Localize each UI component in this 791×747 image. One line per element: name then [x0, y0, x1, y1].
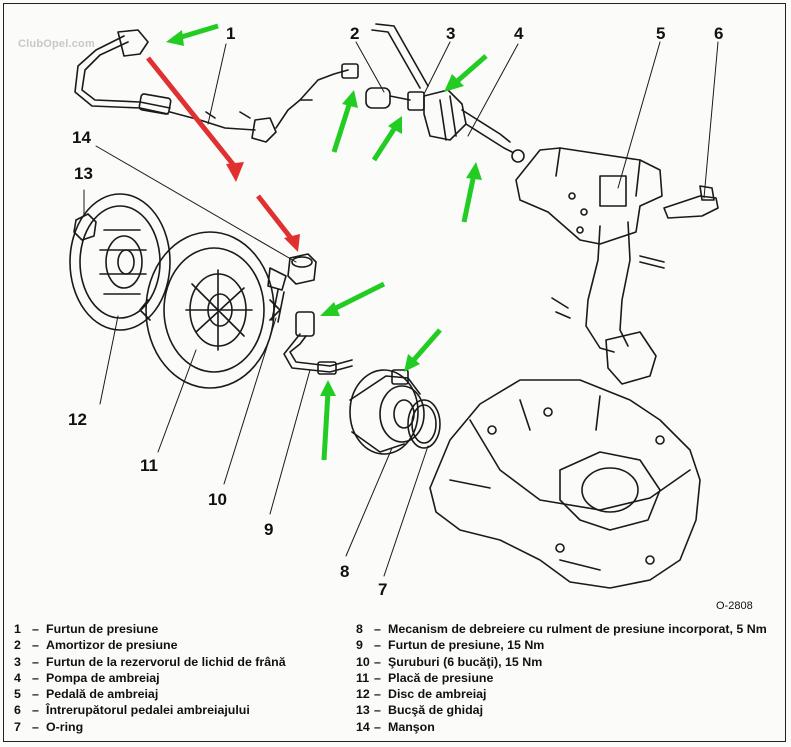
legend-item: 11–Placă de presiune	[356, 670, 494, 685]
master-cylinder-assembly-parts-2-3-4	[365, 23, 525, 163]
legend-item: 3–Furtun de la rezervorul de lichid de f…	[14, 654, 286, 669]
pressure-hose-part-9	[283, 311, 353, 375]
guide-bush-part-13	[73, 213, 97, 241]
green-arrow	[331, 90, 358, 153]
green-arrow	[166, 23, 219, 46]
green-arrow	[461, 162, 482, 223]
clutch-disc-part-12	[69, 193, 171, 331]
callout-4: 4	[514, 24, 524, 43]
legend-item: 2–Amortizor de presiune	[14, 638, 178, 653]
callout-6: 6	[714, 24, 724, 43]
pedal-switch-part-6	[663, 185, 719, 219]
callout-3: 3	[446, 24, 456, 43]
clutch-pedal-part-5	[515, 147, 665, 385]
pressure-hose-part-1	[74, 29, 359, 143]
callout-10: 10	[208, 490, 227, 509]
release-mechanism-part-8	[349, 369, 425, 455]
legend-item: 6–Întrerupătorul pedalei ambreiajului	[14, 703, 250, 718]
callout-8: 8	[340, 562, 350, 581]
legend-item: 1–Furtun de presiune	[14, 622, 159, 636]
legend-item: 9–Furtun de presiune, 15 Nm	[356, 638, 545, 653]
legend-item: 8–Mecanism de debreiere cu rulment de pr…	[356, 622, 767, 636]
callout-9: 9	[264, 520, 274, 539]
legend-item: 5–Pedală de ambreiaj	[14, 687, 159, 702]
callout-13: 13	[74, 164, 93, 183]
callout-1: 1	[226, 24, 236, 43]
legend-item: 12–Disc de ambreiaj	[356, 687, 487, 702]
watermark-text: ClubOpel.com	[18, 38, 95, 50]
red-annotation-arrow	[146, 56, 300, 252]
legend-item: 4–Pompa de ambreiaj	[14, 670, 160, 685]
figure-frame	[3, 3, 786, 742]
legend-item: 13–Bucşă de ghidaj	[356, 703, 484, 718]
callout-7: 7	[378, 580, 388, 599]
callout-leaders	[83, 41, 719, 577]
legend-left-column: 1–Furtun de presiune 2–Amortizor de pres…	[14, 622, 286, 736]
green-arrow	[404, 328, 442, 372]
callout-11: 11	[140, 456, 158, 475]
green-arrow	[320, 380, 336, 461]
legend-right-column: 8–Mecanism de debreiere cu rulment de pr…	[356, 622, 767, 736]
legend-item: 10–Şuruburi (6 bucăţi), 15 Nm	[356, 654, 543, 669]
figure-code: O-2808	[716, 600, 753, 612]
bolts-part-10	[267, 267, 287, 323]
legend-item: 7–O-ring	[14, 719, 84, 734]
o-ring-part-7	[407, 399, 441, 449]
green-arrow	[320, 281, 386, 316]
gearbox-housing	[429, 379, 701, 589]
pressure-plate-part-11	[139, 231, 281, 389]
sleeve-part-14	[287, 253, 317, 285]
green-arrow	[444, 54, 488, 92]
callout-5: 5	[656, 24, 666, 43]
green-arrow	[371, 116, 402, 162]
clutch-exploded-view	[69, 23, 719, 589]
callout-12: 12	[68, 410, 87, 429]
callout-2: 2	[350, 24, 360, 43]
callout-14: 14	[72, 128, 91, 147]
green-annotation-arrows	[166, 23, 488, 461]
legend-item: 14–Manşon	[356, 719, 435, 734]
